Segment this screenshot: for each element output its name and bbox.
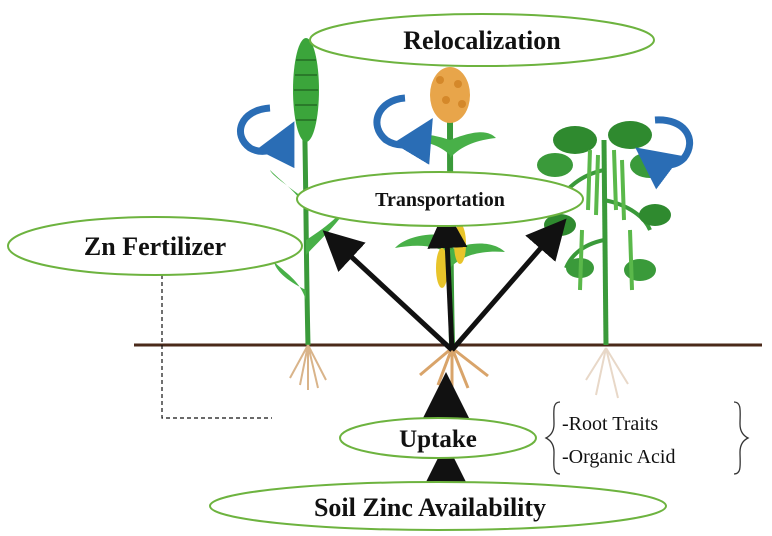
soil-label: Soil Zinc Availability xyxy=(314,493,546,522)
transport-arrows xyxy=(322,208,567,506)
transportation-label: Transportation xyxy=(375,189,505,211)
right-brace xyxy=(733,401,750,475)
factor-root-traits: -Root Traits xyxy=(562,413,658,435)
arrow-to-soybean xyxy=(450,218,567,352)
left-brace xyxy=(544,401,561,475)
uptake-ellipse xyxy=(339,417,537,459)
roots-icon xyxy=(585,347,629,399)
fertilizer-dashed-connector xyxy=(161,275,272,419)
arrow-to-wheat xyxy=(322,230,454,352)
rotation-arrow-icon xyxy=(635,116,693,190)
roots-icon xyxy=(289,344,327,390)
rotation-arrow-icon xyxy=(237,104,295,169)
factor-organic-acid: -Organic Acid xyxy=(562,446,676,468)
roots-icon xyxy=(419,346,489,392)
uptake-label: Uptake xyxy=(399,426,477,453)
fertilizer-ellipse xyxy=(7,216,303,276)
fertilizer-label: Zn Fertilizer xyxy=(84,232,226,261)
relocalization-ellipse xyxy=(309,13,655,67)
rotation-arrow-icon xyxy=(373,94,433,165)
transportation-ellipse xyxy=(296,171,584,227)
arrow-to-corn xyxy=(427,208,468,351)
soil-ellipse xyxy=(209,481,667,531)
relocalization-label: Relocalization xyxy=(403,26,561,55)
